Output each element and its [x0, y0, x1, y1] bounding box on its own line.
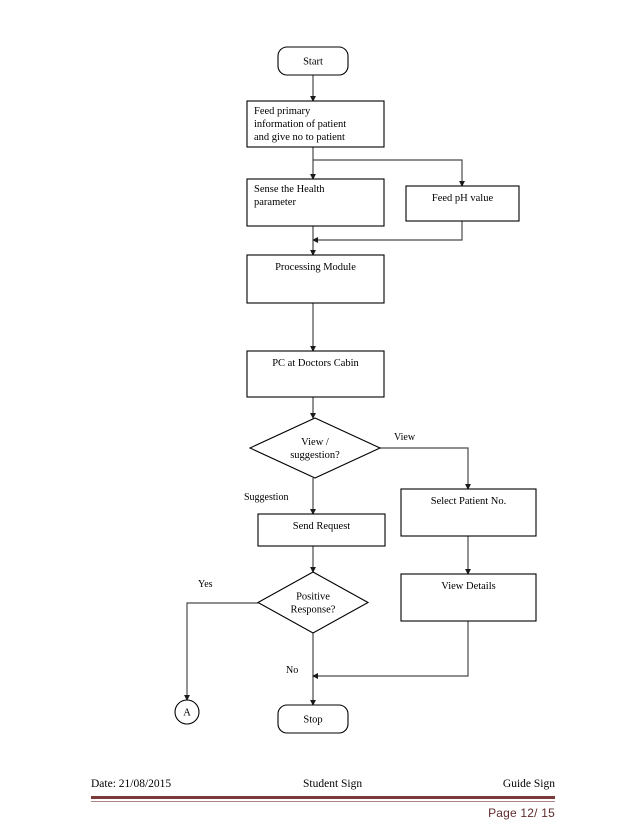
connector-label: A	[183, 708, 191, 719]
footer-student-sign: Student Sign	[303, 778, 363, 790]
node-label: Start	[303, 57, 323, 68]
flow-edge: View	[380, 432, 471, 490]
page-footer: Date: 21/08/2015 Student Sign Guide Sign…	[0, 770, 638, 826]
flow-edge	[312, 621, 469, 679]
node-label: Select Patient No.	[431, 496, 507, 507]
footer-date: Date: 21/08/2015	[91, 778, 172, 790]
node-label: View /suggestion?	[290, 437, 340, 461]
flow-node-stop: Stop	[277, 704, 349, 734]
node-label: Processing Module	[275, 262, 356, 273]
flow-node-select_pat: Select Patient No.	[400, 488, 537, 537]
node-label: Stop	[303, 715, 322, 726]
flow-node-start: Start	[277, 46, 349, 76]
node-label: PC at Doctors Cabin	[272, 358, 359, 369]
flow-edge: Yes	[184, 579, 258, 701]
flow-node-pc_doctor: PC at Doctors Cabin	[246, 350, 385, 398]
edge-label: Yes	[198, 579, 213, 590]
footer-signature-row: Date: 21/08/2015 Student Sign Guide Sign	[91, 778, 555, 794]
flow-edge: Suggestion	[244, 478, 316, 515]
flow-node-processing: Processing Module	[246, 254, 385, 304]
footer-rule-thin	[91, 800, 555, 802]
footer-rule-thick	[91, 796, 555, 799]
flow-edge: No	[286, 633, 316, 706]
flow-node-conn_a: A	[174, 699, 200, 725]
node-label: Feed pH value	[432, 193, 494, 204]
flow-node-send_req: Send Request	[257, 513, 386, 547]
edge-label: Suggestion	[244, 492, 288, 503]
footer-guide-sign: Guide Sign	[502, 778, 555, 790]
flow-node-view_det: View Details	[400, 573, 537, 622]
edge-label: View	[394, 432, 416, 443]
page-number: Page 12/ 15	[488, 806, 555, 820]
flow-edge	[313, 159, 465, 187]
node-label: Send Request	[293, 521, 351, 532]
edge-label: No	[286, 665, 298, 676]
flow-node-feed_ph: Feed pH value	[405, 185, 520, 222]
flow-edge	[312, 221, 463, 243]
node-label: View Details	[441, 581, 495, 592]
flow-node-view_sugg: View /suggestion?	[248, 417, 382, 479]
